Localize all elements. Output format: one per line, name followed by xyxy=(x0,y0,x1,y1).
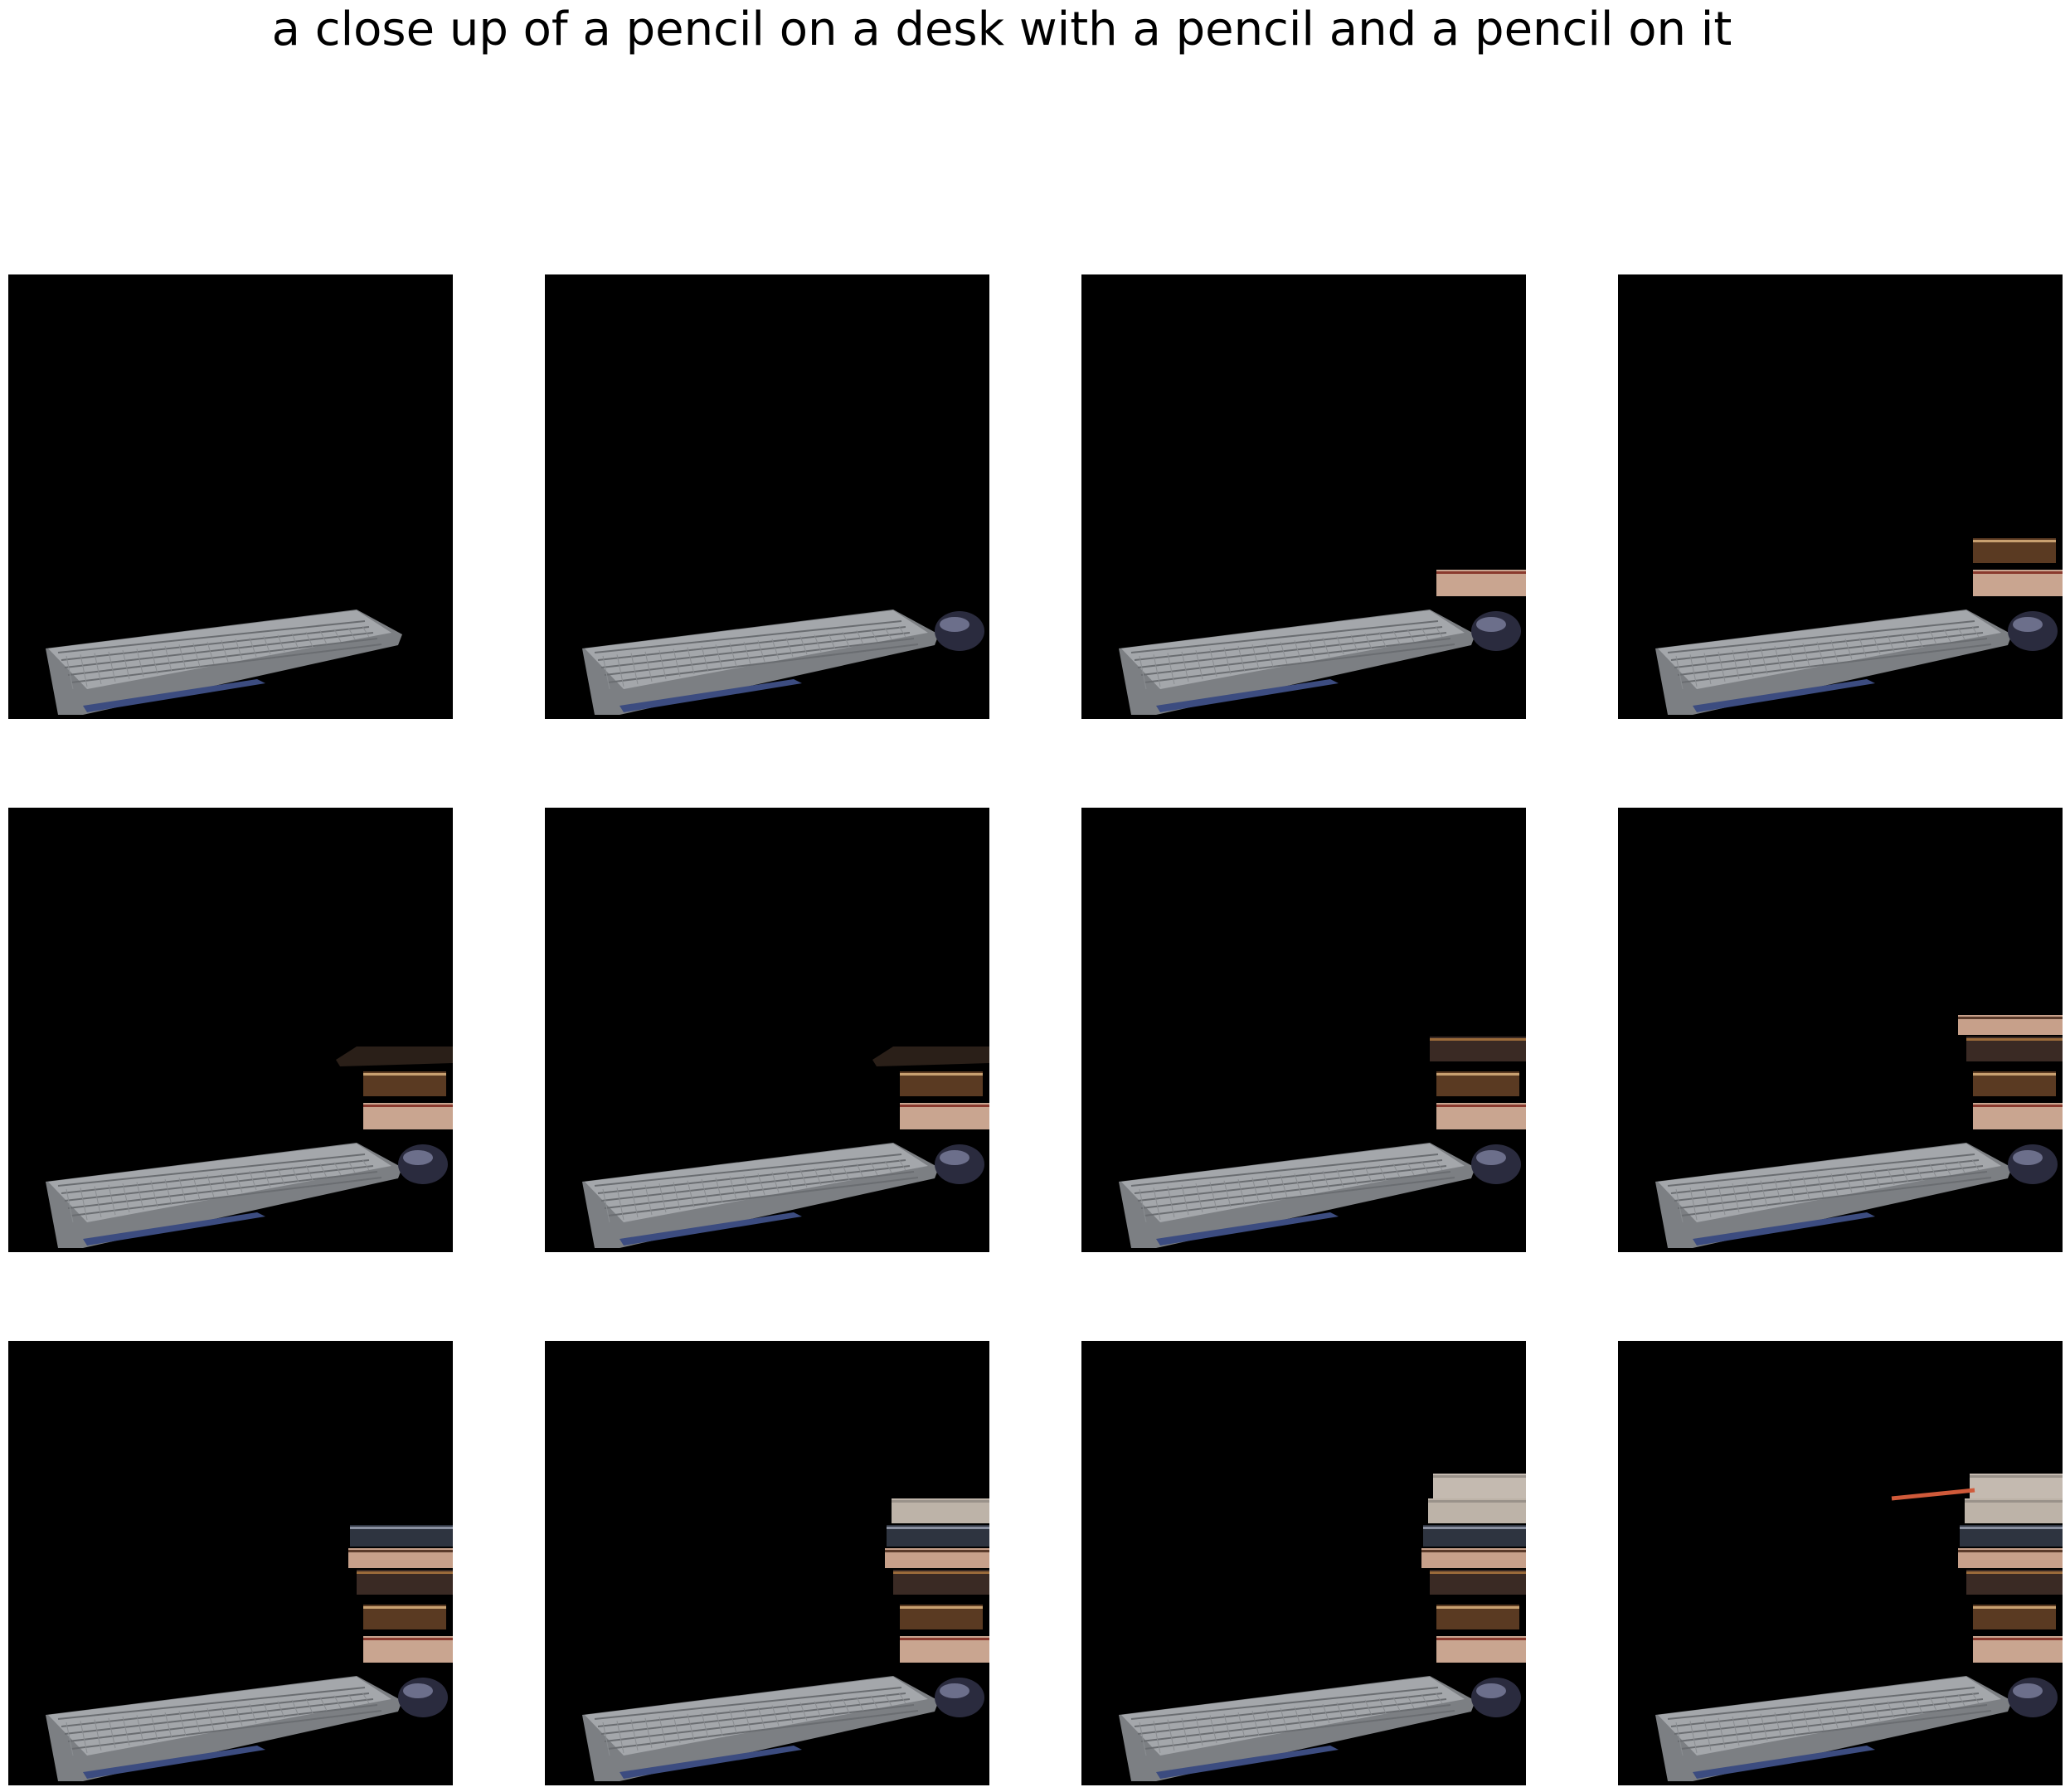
book-1 xyxy=(363,1103,453,1129)
image-panel-10 xyxy=(545,1341,989,1785)
book-3-edge xyxy=(1966,1038,2063,1041)
keyboard-image xyxy=(1655,1143,2012,1248)
book-1-edge xyxy=(363,1105,453,1107)
book-6-edge xyxy=(892,1500,989,1503)
mouse-highlight xyxy=(403,1683,433,1698)
book-1 xyxy=(1973,1636,2063,1663)
mouse-highlight xyxy=(940,1683,969,1698)
keyboard-image xyxy=(46,1676,402,1781)
image-panel-1 xyxy=(8,274,453,719)
keyboard-image xyxy=(1655,609,2012,715)
mouse-highlight xyxy=(403,1150,433,1165)
keyboard-image xyxy=(1119,1676,1475,1781)
image-panel-5 xyxy=(8,808,453,1252)
book-4-edge xyxy=(1421,1550,1526,1552)
book-6-edge xyxy=(1428,1500,1526,1503)
book-1-edge xyxy=(1436,1105,1526,1107)
image-panel-8 xyxy=(1618,808,2063,1252)
keyboard-image xyxy=(46,1143,402,1248)
book-5-edge xyxy=(887,1527,989,1529)
book-3-edge xyxy=(893,1571,989,1574)
book-3-edge xyxy=(357,1571,453,1574)
mouse-highlight xyxy=(1476,617,1506,632)
book-1-edge xyxy=(900,1105,989,1107)
book-2-edge xyxy=(1436,1606,1519,1609)
book-2-edge xyxy=(1973,1606,2056,1609)
book-1-edge xyxy=(363,1638,453,1640)
keyboard-image xyxy=(1119,1143,1475,1248)
book-1 xyxy=(1973,570,2063,596)
mouse-highlight xyxy=(940,617,969,632)
keyboard-image xyxy=(582,609,939,715)
book-1 xyxy=(900,1636,989,1663)
book-3-edge xyxy=(1430,1038,1526,1041)
book-1-edge xyxy=(1436,1638,1526,1640)
book-1-edge xyxy=(1973,1105,2063,1107)
book-2-edge xyxy=(900,1073,983,1076)
book-4-edge xyxy=(1958,1550,2063,1552)
dark-slab xyxy=(872,1047,989,1066)
book-5-edge xyxy=(1960,1527,2063,1529)
pencil xyxy=(1891,1488,1975,1501)
book-4-edge xyxy=(348,1550,453,1552)
book-2-edge xyxy=(1436,1073,1519,1076)
book-1-edge xyxy=(1973,1638,2063,1640)
book-4-edge xyxy=(1958,1017,2063,1019)
book-1 xyxy=(900,1103,989,1129)
book-1 xyxy=(363,1636,453,1663)
book-2-edge xyxy=(1973,1073,2056,1076)
keyboard-image xyxy=(46,609,402,715)
mouse-highlight xyxy=(2013,1150,2043,1165)
figure-title: a close up of a pencil on a desk with a … xyxy=(271,2,1732,56)
book-3-edge xyxy=(1430,1571,1526,1574)
book-2-edge xyxy=(363,1073,446,1076)
mouse-highlight xyxy=(2013,1683,2043,1698)
book-2-edge xyxy=(1973,540,2056,542)
keyboard-image xyxy=(1655,1676,2012,1781)
book-1-edge xyxy=(900,1638,989,1640)
keyboard-image xyxy=(1119,609,1475,715)
image-panel-4 xyxy=(1618,274,2063,719)
image-panel-3 xyxy=(1081,274,1526,719)
book-1 xyxy=(1436,570,1526,596)
mouse-highlight xyxy=(1476,1150,1506,1165)
book-1-edge xyxy=(1973,571,2063,574)
book-6-edge xyxy=(1965,1500,2063,1503)
book-1-edge xyxy=(1436,571,1526,574)
book-5-edge xyxy=(1423,1527,1526,1529)
book-1 xyxy=(1436,1636,1526,1663)
image-panel-7 xyxy=(1081,808,1526,1252)
book-7-edge xyxy=(1970,1475,2063,1478)
mouse-highlight xyxy=(2013,617,2043,632)
image-panel-9 xyxy=(8,1341,453,1785)
image-panel-11 xyxy=(1081,1341,1526,1785)
book-4-edge xyxy=(885,1550,989,1552)
book-2-edge xyxy=(900,1606,983,1609)
keyboard-image xyxy=(582,1676,939,1781)
book-2-edge xyxy=(363,1606,446,1609)
mouse-highlight xyxy=(940,1150,969,1165)
image-panel-12 xyxy=(1618,1341,2063,1785)
mouse-highlight xyxy=(1476,1683,1506,1698)
dark-slab xyxy=(336,1047,453,1066)
image-panel-2 xyxy=(545,274,989,719)
book-7-edge xyxy=(1433,1475,1526,1478)
book-3-edge xyxy=(1966,1571,2063,1574)
book-1 xyxy=(1973,1103,2063,1129)
image-panel-6 xyxy=(545,808,989,1252)
keyboard-image xyxy=(582,1143,939,1248)
book-5-edge xyxy=(350,1527,453,1529)
book-1 xyxy=(1436,1103,1526,1129)
